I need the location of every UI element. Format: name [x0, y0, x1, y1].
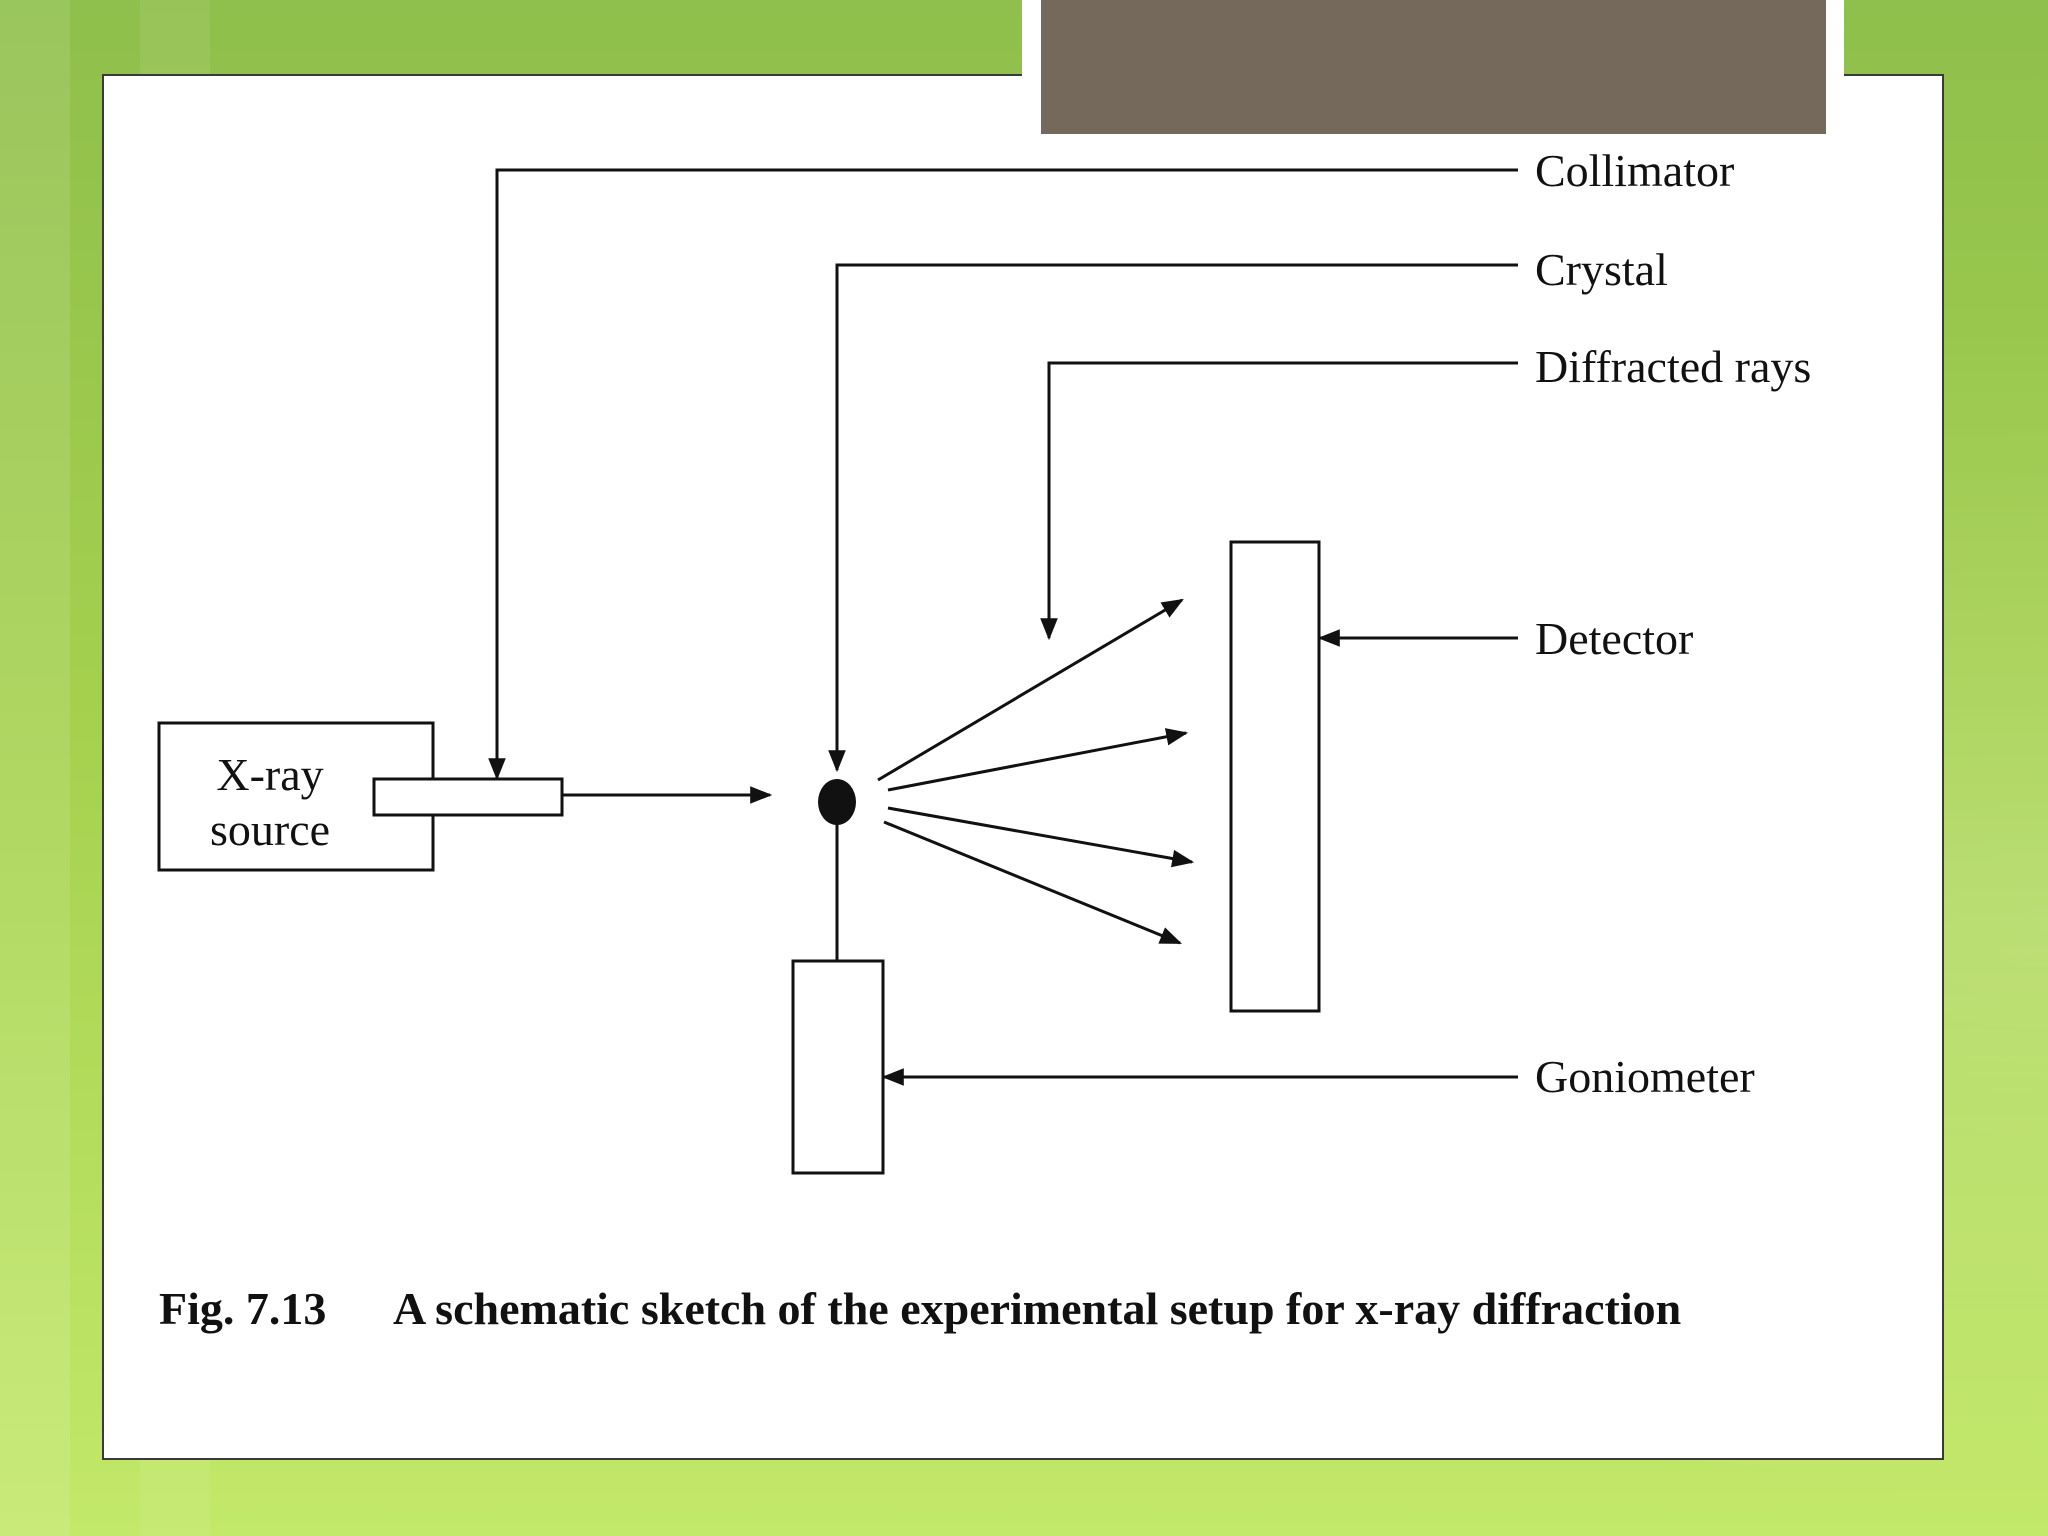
diffracted-ray-3 — [887, 806, 1195, 868]
label-xray-source-line2: source — [210, 804, 330, 855]
diffracted-ray-2 — [887, 728, 1189, 792]
title-placeholder — [1041, 0, 1826, 134]
label-collimator: Collimator — [1535, 145, 1734, 196]
label-diffracted-rays: Diffracted rays — [1535, 341, 1811, 392]
label-xray-source-line1: X-ray — [216, 749, 323, 800]
collimator-leader-line — [488, 168, 1518, 781]
diffracted-ray-1 — [877, 598, 1184, 782]
goniometer-box — [791, 959, 885, 1175]
diffracted-rays-leader-line — [1040, 361, 1518, 641]
figure-number: Fig. 7.13 — [159, 1283, 326, 1334]
label-goniometer: Goniometer — [1535, 1051, 1755, 1102]
crystal-sample — [818, 779, 856, 825]
collimator-tube — [372, 777, 564, 817]
slide-content-panel — [102, 74, 1944, 1460]
figure-caption: A schematic sketch of the experimental s… — [393, 1283, 1681, 1334]
label-detector: Detector — [1535, 613, 1693, 664]
detector-box — [1229, 540, 1321, 1013]
crystal-leader-line — [828, 263, 1518, 773]
label-crystal: Crystal — [1535, 244, 1668, 295]
diffracted-ray-4 — [883, 820, 1183, 945]
